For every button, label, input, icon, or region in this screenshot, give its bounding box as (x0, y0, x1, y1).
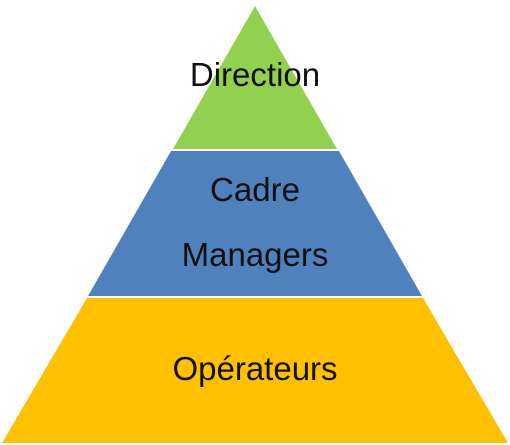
tier-operateurs-shape (2, 298, 508, 443)
tier-cadre-label: Cadre (210, 171, 300, 208)
tier-operateurs-label: Opérateurs (172, 350, 337, 387)
tier-managers-label: Managers (182, 236, 329, 273)
tier-cadre-managers-shape (88, 151, 422, 296)
tier-direction-shape (173, 6, 337, 149)
tier-direction-label: Direction (190, 56, 320, 93)
